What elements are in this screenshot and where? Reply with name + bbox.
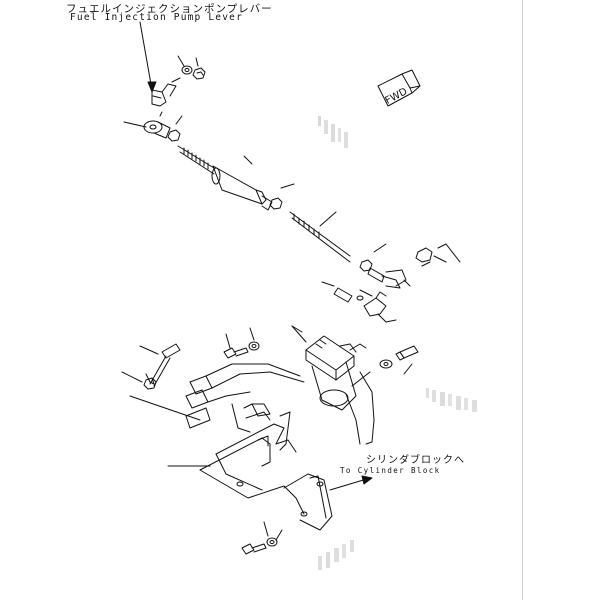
lever-ball-joint <box>151 77 181 107</box>
threaded-rod-upper <box>177 145 215 175</box>
nut-upper <box>167 115 183 142</box>
page-right-border <box>522 0 523 600</box>
bolt-bottom <box>241 521 283 555</box>
harness-connectors <box>185 363 305 429</box>
main-bracket <box>167 403 297 499</box>
fuel-injection-pump-lever-label-jp: フュエルインジェクションポンプレバー <box>66 3 273 15</box>
mounting-strap <box>345 371 375 445</box>
mounting-plate <box>283 473 333 531</box>
actuator-motor <box>291 325 367 411</box>
nut-middle <box>269 183 295 210</box>
pump-lever-leader <box>139 21 157 93</box>
bolt-right <box>395 345 419 375</box>
cable-sheath <box>211 155 273 211</box>
clevis-right <box>385 243 461 287</box>
cylinder-block-label-jp: シリンダブロックへ <box>366 455 465 466</box>
threaded-end-lower <box>367 267 401 289</box>
fwd-arrow-icon: FWD <box>377 69 421 107</box>
cylinder-block-label-en: To Cylinder Block <box>340 466 441 475</box>
ball-joint-lower <box>359 289 397 323</box>
leader-lines <box>129 325 303 421</box>
fwd-label: FWD <box>384 86 410 107</box>
nut-left <box>121 371 157 390</box>
washer-nut-top <box>177 55 206 80</box>
long-rod <box>289 211 351 263</box>
bolt-middle <box>223 327 260 359</box>
blurred-watermarks <box>318 116 477 570</box>
to-cylinder-block-arrow <box>329 475 373 491</box>
rod-end-upper <box>123 111 171 139</box>
nut-lower <box>359 243 387 272</box>
washer-right <box>379 359 393 369</box>
pin-clip <box>321 281 364 303</box>
fuel-injection-pump-lever-label-en: Fuel Injection Pump Lever <box>70 12 243 23</box>
